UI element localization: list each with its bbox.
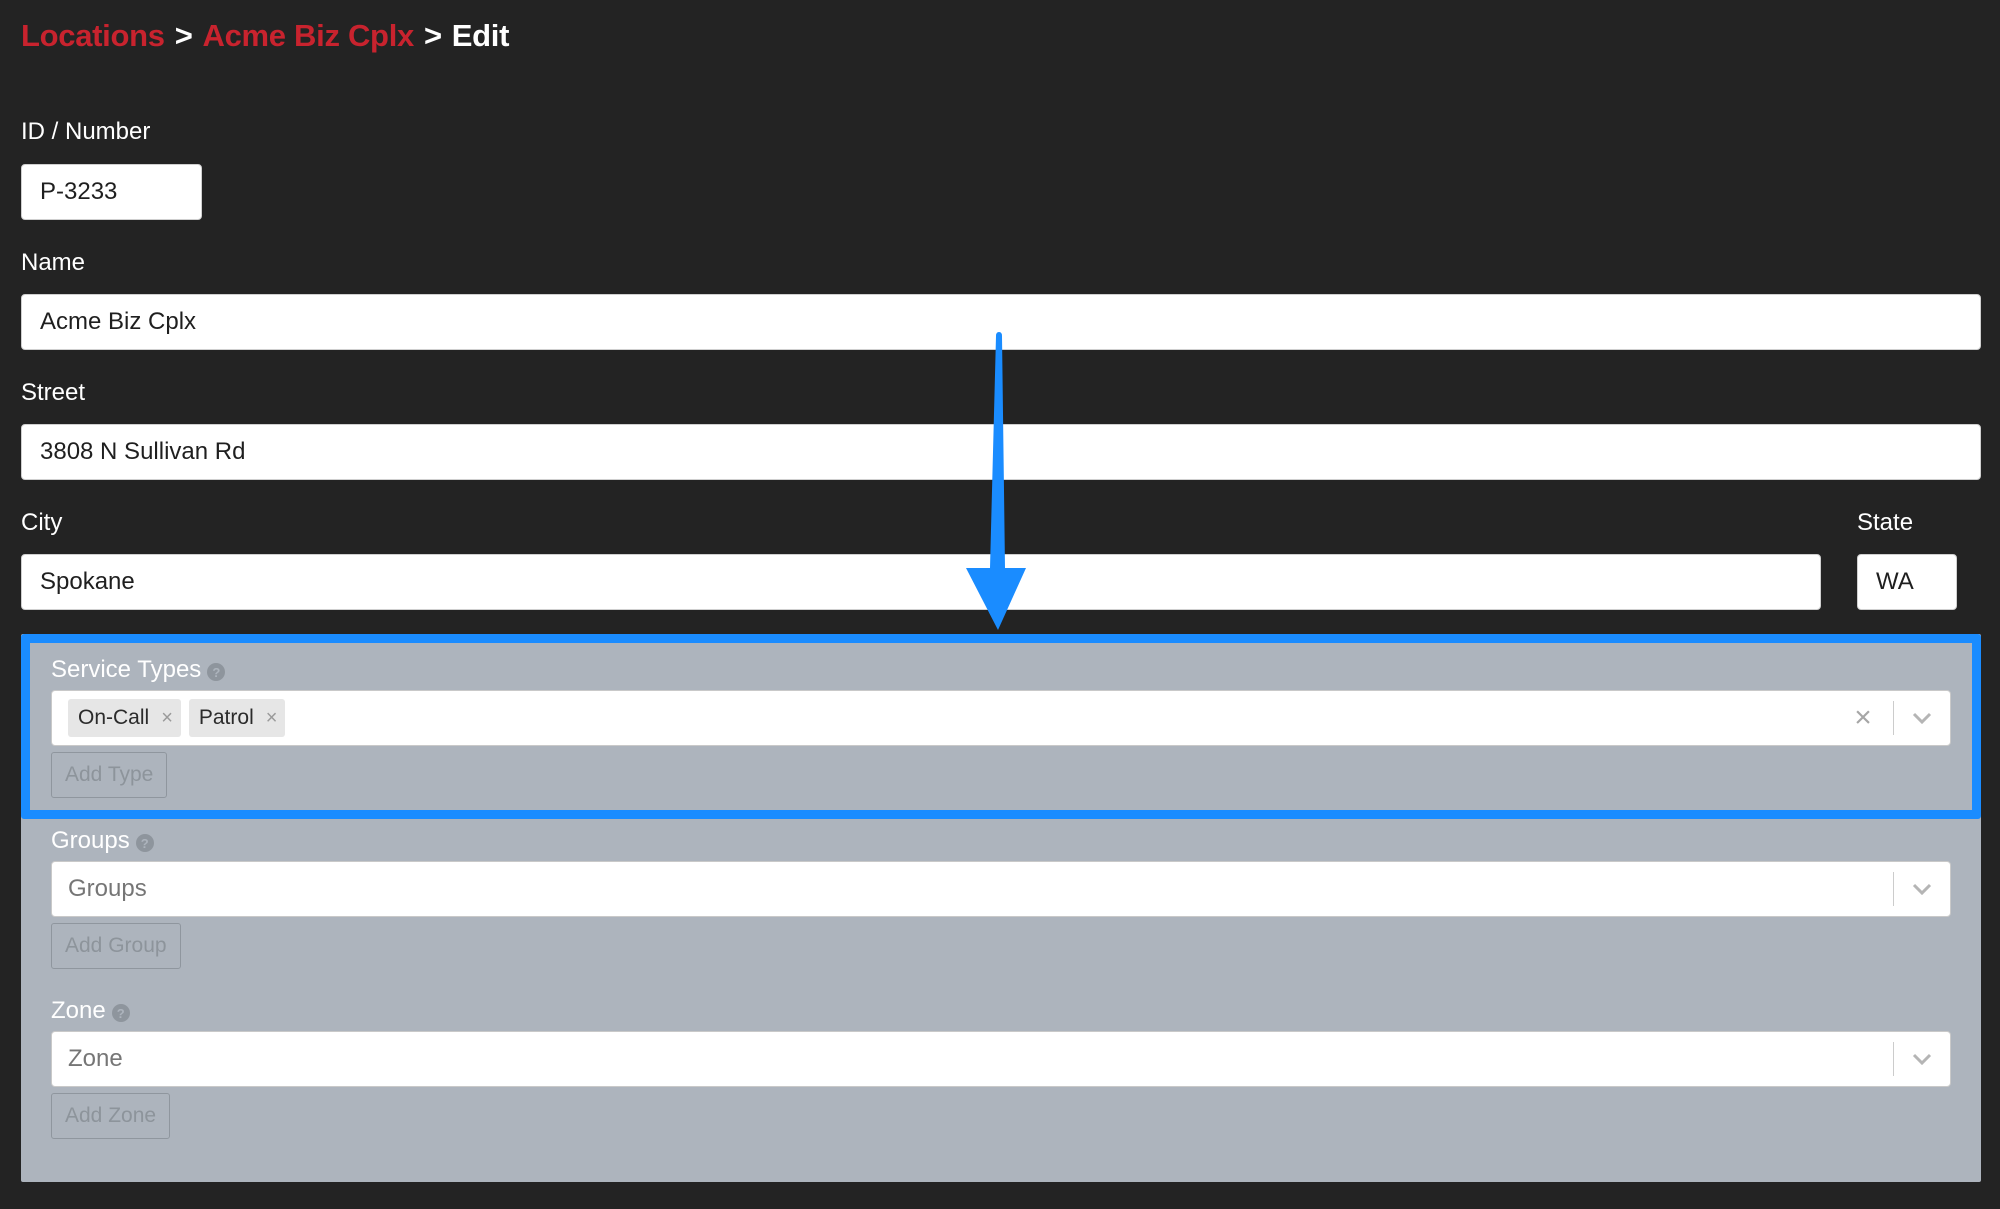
id-number-input[interactable]: P-3233 <box>21 164 202 220</box>
id-number-label: ID / Number <box>21 118 151 145</box>
state-input[interactable]: WA <box>1857 554 1957 610</box>
service-types-values[interactable]: On-Call × Patrol × <box>52 691 1843 745</box>
chip-remove-icon[interactable]: × <box>161 707 173 729</box>
breadcrumb: Locations > Acme Biz Cplx > Edit <box>21 18 509 54</box>
breadcrumb-current: Edit <box>451 18 510 53</box>
select-separator <box>1893 1042 1894 1076</box>
breadcrumb-location-link[interactable]: Acme Biz Cplx <box>202 18 415 53</box>
add-zone-button[interactable]: Add Zone <box>51 1093 171 1139</box>
chevron-down-icon[interactable] <box>1894 691 1950 745</box>
groups-values[interactable]: Groups <box>52 862 1893 916</box>
groups-label: Groups ? <box>51 827 154 855</box>
help-icon[interactable]: ? <box>111 1004 130 1022</box>
groups-select[interactable]: Groups <box>51 861 1951 917</box>
help-icon[interactable]: ? <box>135 834 154 852</box>
chevron-down-icon[interactable] <box>1894 1032 1950 1086</box>
chip-label: On-Call <box>78 706 150 729</box>
city-input[interactable]: Spokane <box>21 554 1821 610</box>
service-types-label: Service Types ? <box>51 656 226 684</box>
zone-placeholder: Zone <box>68 1045 123 1072</box>
service-type-chip: Patrol × <box>188 699 286 737</box>
down-arrow-annotation <box>966 332 1026 630</box>
chevron-down-icon[interactable] <box>1894 862 1950 916</box>
zone-select[interactable]: Zone <box>51 1031 1951 1087</box>
breadcrumb-separator: > <box>423 18 442 53</box>
add-type-button[interactable]: Add Type <box>51 752 168 798</box>
groups-placeholder: Groups <box>68 875 147 902</box>
breadcrumb-separator: > <box>174 18 193 53</box>
city-label: City <box>21 509 63 536</box>
zone-label-text: Zone <box>51 997 106 1024</box>
chip-remove-icon[interactable]: × <box>265 707 278 729</box>
select-separator <box>1893 872 1894 906</box>
service-type-chip: On-Call × <box>68 699 181 737</box>
state-label: State <box>1857 509 1914 536</box>
groups-label-text: Groups <box>51 827 130 854</box>
clear-icon[interactable]: × <box>1854 701 1872 734</box>
zone-values[interactable]: Zone <box>52 1032 1893 1086</box>
street-label: Street <box>21 379 86 406</box>
name-label: Name <box>21 249 86 276</box>
breadcrumb-locations-link[interactable]: Locations <box>21 18 165 53</box>
chip-label: Patrol <box>198 706 254 729</box>
zone-label: Zone ? <box>51 997 130 1025</box>
select-separator <box>1893 701 1894 735</box>
highlight-box <box>21 634 1981 819</box>
service-types-select[interactable]: On-Call × Patrol × × <box>51 690 1951 746</box>
add-group-button[interactable]: Add Group <box>51 923 181 969</box>
service-types-label-text: Service Types <box>51 656 202 683</box>
help-icon[interactable]: ? <box>207 663 226 681</box>
